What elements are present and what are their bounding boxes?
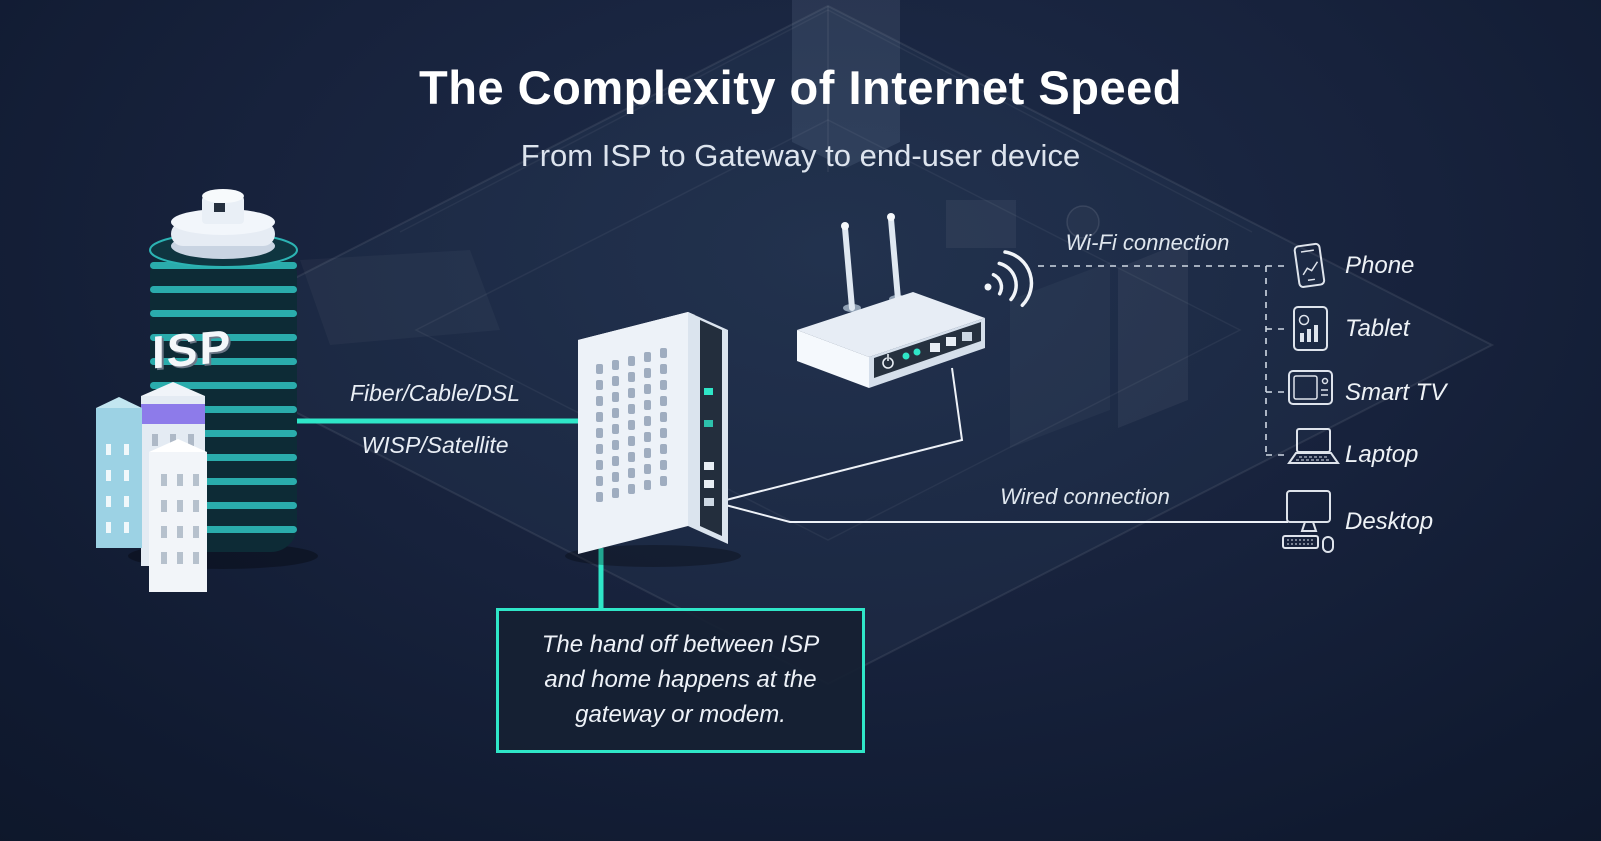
router-port-3 (962, 332, 972, 341)
callout-text: The hand off between ISP and home happen… (541, 631, 820, 728)
building-purple-windows (152, 434, 194, 446)
router-port-2 (946, 337, 956, 346)
router-antenna-tip-left (841, 222, 849, 230)
device-label-tablet: Tablet (1345, 315, 1410, 342)
room-inner-outline (414, 119, 1242, 541)
device-label-smart-tv: Smart TV (1345, 379, 1447, 406)
building-blue-body (96, 408, 142, 548)
smart-tv-icon (1288, 370, 1333, 405)
cables (297, 367, 1288, 611)
modem-led-2 (704, 420, 713, 427)
wifi-signal-icon (984, 250, 1034, 308)
building-white-windows (161, 474, 199, 564)
router-antenna-left (842, 225, 855, 311)
router-top-face (797, 292, 985, 357)
desktop-icon (1282, 490, 1334, 553)
modem-port-3 (704, 498, 714, 506)
router-to-modem-cable (725, 367, 964, 501)
isp-cap-box-top (202, 189, 244, 203)
tablet-icon (1293, 306, 1328, 351)
device-label-laptop: Laptop (1345, 441, 1419, 468)
isp-building-label: ISP (152, 319, 233, 379)
building-white-body (149, 452, 207, 592)
modem-vents (596, 348, 667, 502)
city-buildings (96, 382, 207, 592)
wifi-router (797, 213, 985, 388)
gateway-modem (565, 312, 741, 567)
router-antenna-tip-right (887, 213, 895, 221)
device-label-desktop: Desktop (1345, 508, 1434, 535)
room-kitchen-counter (300, 250, 500, 345)
router-led-2 (913, 348, 921, 356)
wired-connection-line (713, 501, 1288, 523)
modem-port-2 (704, 480, 714, 488)
building-purple-band (141, 404, 205, 424)
room-tv (946, 200, 1016, 248)
isp-link-label-wisp: WISP/Satellite (361, 432, 509, 458)
modem-front-face (578, 312, 688, 554)
room-wall-clock (1066, 205, 1100, 239)
page-subtitle: From ISP to Gateway to end-user device (520, 138, 1081, 173)
modem-shadow (565, 545, 741, 567)
room-wall-slab (792, 0, 900, 168)
isp-link-label-fiber: Fiber/Cable/DSL (349, 380, 521, 406)
phone-icon (1293, 242, 1326, 288)
wifi-connection-line (1038, 265, 1290, 456)
router-antenna-right (888, 216, 901, 302)
room-ceiling-line-right (827, 9, 1253, 233)
room-ceiling-line-left (399, 9, 829, 233)
router-control-band (874, 322, 981, 378)
router-left-face (797, 330, 869, 388)
room-bookshelf (1118, 240, 1188, 428)
router-port-1 (930, 343, 940, 352)
callout-box: The hand off between ISP and home happen… (496, 608, 865, 753)
device-icons (1282, 242, 1340, 553)
laptop-icon (1287, 428, 1340, 464)
wired-connection-label: Wired connection (1000, 484, 1170, 509)
building-blue-windows (106, 444, 129, 533)
wifi-connection-label: Wi-Fi connection (1065, 230, 1230, 255)
page-title: The Complexity of Internet Speed (419, 61, 1182, 114)
router-led-1 (902, 352, 910, 360)
modem-led-1 (704, 388, 713, 395)
isp-cap-window (214, 203, 225, 212)
modem-port-1 (704, 462, 714, 470)
device-label-phone: Phone (1345, 252, 1415, 279)
